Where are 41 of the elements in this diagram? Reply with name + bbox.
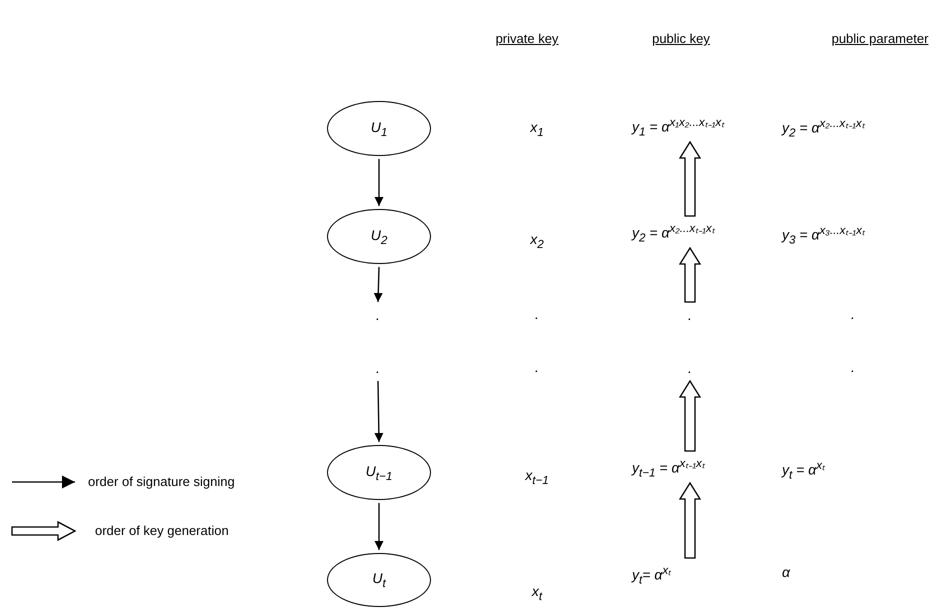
user-ellipse: [327, 553, 431, 607]
user-ellipse: [327, 101, 431, 156]
ellipsis-dot: .: [376, 307, 380, 323]
column-header: public key: [652, 31, 710, 46]
legend-text: order of key generation: [95, 523, 229, 538]
formula-text: y$_{t}$ = α$^{xₜ}$: [782, 458, 826, 482]
ellipsis-dot: .: [535, 306, 539, 322]
ellipsis-dot: .: [535, 359, 539, 375]
formula-text: y$_{2}$ = α$^{x₂...xₜ₋₁xₜ}$: [632, 220, 715, 244]
user-ellipse: [327, 445, 431, 500]
ellipsis-dot: .: [376, 360, 380, 376]
hollow-arrow: [678, 380, 702, 452]
formula-text: y$_{2}$ = α$^{x₂...xₜ₋₁xₜ}$: [782, 116, 865, 140]
formula-text: y$_{1}$ = α$^{x₁x₂...xₜ₋₁xₜ}$: [632, 114, 724, 138]
ellipsis-dot: .: [851, 359, 855, 375]
arrow: [374, 503, 384, 550]
formula-text: x$_{t}$: [532, 583, 542, 603]
arrow: [374, 266, 383, 302]
hollow-arrow: [678, 140, 702, 217]
legend-text: order of signature signing: [88, 474, 235, 489]
column-header: public parameter: [832, 31, 928, 46]
hollow-arrow: [678, 482, 702, 559]
formula-text: y$_{3}$ = α$^{x₃...xₜ₋₁xₜ}$: [782, 223, 865, 246]
arrow: [374, 159, 384, 206]
user-label: U$_{1}$: [370, 118, 388, 138]
user-label: U$_{t−1}$: [366, 462, 392, 482]
user-label: U$_{2}$: [370, 226, 388, 246]
ellipsis-dot: .: [688, 307, 692, 323]
column-header: private key: [496, 31, 558, 46]
formula-text: x$_{2}$: [530, 231, 544, 251]
user-label: U$_{t}$: [372, 570, 386, 590]
formula-text: y$_{t−1}$ = α$^{xₜ₋₁xₜ}$: [632, 456, 705, 480]
arrow: [374, 380, 384, 442]
hollow-arrow: [678, 246, 702, 303]
user-ellipse: [327, 209, 431, 264]
formula-text: α: [782, 564, 790, 580]
formula-text: y$_{t}$= α$^{xₜ}$: [632, 562, 672, 586]
ellipsis-dot: .: [688, 360, 692, 376]
ellipsis-dot: .: [851, 306, 855, 322]
formula-text: x$_{1}$: [530, 119, 544, 139]
formula-text: x$_{t−1}$: [525, 467, 549, 487]
